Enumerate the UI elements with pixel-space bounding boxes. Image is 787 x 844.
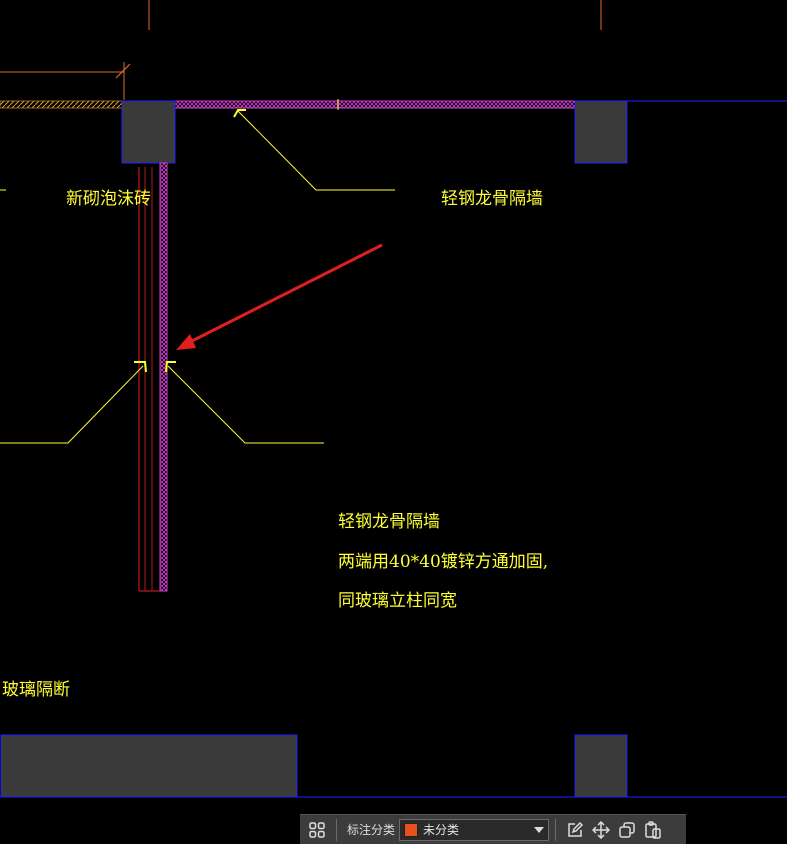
column — [0, 734, 298, 798]
leader-line — [0, 365, 144, 444]
existing-wall — [0, 100, 123, 109]
move-icon[interactable] — [588, 817, 614, 843]
category-selected-value: 未分类 — [423, 823, 460, 837]
partition-wall-horizontal — [174, 100, 576, 109]
label-glass-partition: 玻璃隔断 — [2, 680, 70, 700]
note-line-3: 同玻璃立柱同宽 — [338, 591, 457, 611]
column — [574, 734, 628, 798]
column — [574, 100, 628, 164]
leader-tick — [233, 109, 246, 118]
partition-wall-vertical — [138, 162, 168, 592]
category-color-swatch — [404, 822, 419, 837]
note-line-1: 轻钢龙骨隔墙 — [338, 512, 440, 532]
paste-icon[interactable] — [640, 817, 666, 843]
toolbar-divider — [336, 818, 337, 841]
chevron-down-icon — [534, 826, 545, 833]
leader-line — [167, 365, 324, 444]
toolbar-divider — [555, 818, 557, 841]
edit-icon[interactable] — [562, 817, 588, 843]
leader-tick — [134, 361, 176, 373]
column — [121, 100, 176, 164]
label-light-steel-partition: 轻钢龙骨隔墙 — [441, 189, 543, 209]
red-arrow-annotation — [176, 243, 383, 350]
annotation-toolbar: 标注分类 未分类 — [300, 814, 686, 844]
grid-icon[interactable] — [304, 817, 330, 843]
category-label: 标注分类 — [347, 823, 396, 837]
dimension-line — [0, 62, 131, 100]
category-dropdown[interactable]: 未分类 — [399, 818, 550, 841]
leader-line — [236, 109, 395, 191]
copy-icon[interactable] — [614, 817, 640, 843]
label-new-foam-brick: 新砌泡沫砖 — [66, 189, 151, 209]
note-line-2: 两端用40*40镀锌方通加固, — [338, 552, 548, 572]
